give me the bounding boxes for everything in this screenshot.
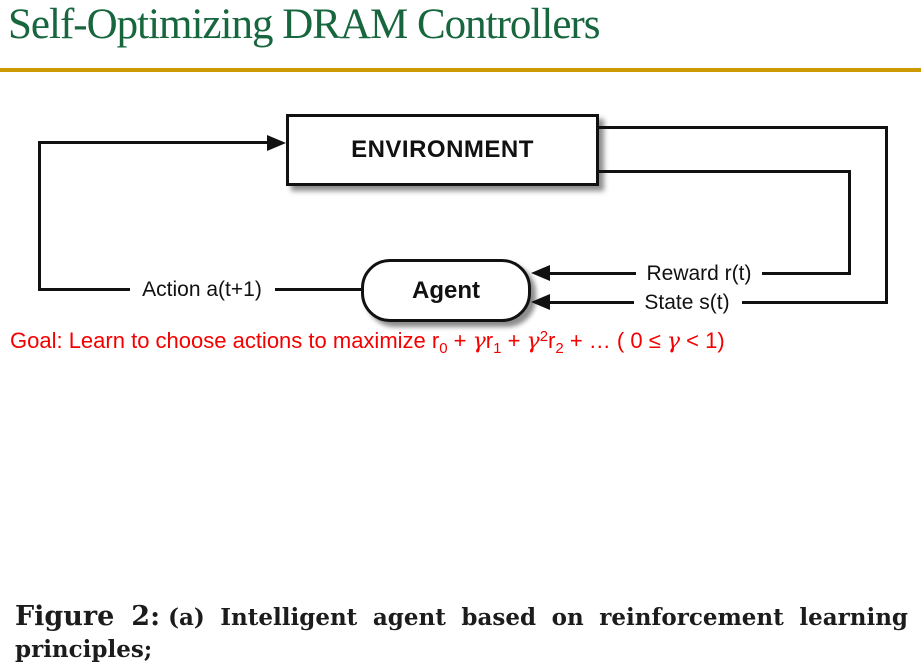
goal-segment: < 1) — [680, 328, 725, 353]
gamma-symbol: γ — [666, 329, 681, 354]
state-line-left — [546, 301, 634, 304]
goal-segment: + — [447, 328, 473, 353]
state-label: State s(t) — [632, 291, 742, 315]
state-loop-top-line — [596, 126, 888, 129]
action-line-right — [275, 288, 361, 291]
agent-label: Agent — [412, 276, 480, 304]
figure-caption-label: Figure 2: — [15, 601, 161, 632]
reward-loop-top-line — [596, 170, 851, 173]
env-input-line — [38, 141, 268, 144]
goal-subscript: 0 — [439, 340, 448, 357]
reward-line-right — [762, 272, 851, 275]
goal-superscript: 2 — [539, 328, 549, 345]
goal-text: Goal: Learn to choose actions to maximiz… — [10, 328, 725, 357]
goal-segment: Goal: Learn to choose actions to maximiz… — [10, 328, 440, 353]
goal-segment: r — [548, 328, 556, 353]
figure-caption-text: (a) Intelligent agent based on reinforce… — [15, 604, 908, 663]
reward-loop-vertical-line — [848, 170, 851, 275]
state-loop-vertical-line — [885, 126, 888, 304]
page-title: Self-Optimizing DRAM Controllers — [8, 1, 600, 48]
reward-line-left — [546, 272, 636, 275]
arrow-left-reward-icon — [531, 265, 550, 281]
goal-subscript: 1 — [493, 340, 502, 357]
agent-box: Agent — [361, 259, 531, 322]
environment-box: ENVIRONMENT — [286, 114, 599, 186]
goal-segment: + … ( 0 ≤ — [563, 328, 667, 353]
title-divider — [0, 68, 921, 72]
goal-segment: + — [501, 328, 527, 353]
goal-subscript: 2 — [555, 340, 564, 357]
gamma-symbol: γ — [472, 329, 486, 354]
gamma-symbol: γ — [526, 329, 540, 354]
arrow-right-icon — [267, 135, 286, 151]
environment-label: ENVIRONMENT — [351, 136, 534, 163]
reward-label: Reward r(t) — [636, 262, 762, 286]
figure-caption: Figure 2:(a) Intelligent agent based on … — [15, 599, 908, 665]
arrow-left-state-icon — [531, 294, 550, 310]
action-line-left — [38, 288, 134, 291]
left-loop-vertical-line — [38, 141, 41, 291]
state-line-right — [742, 301, 888, 304]
action-label: Action a(t+1) — [130, 278, 274, 302]
goal-segment: r — [485, 328, 494, 353]
